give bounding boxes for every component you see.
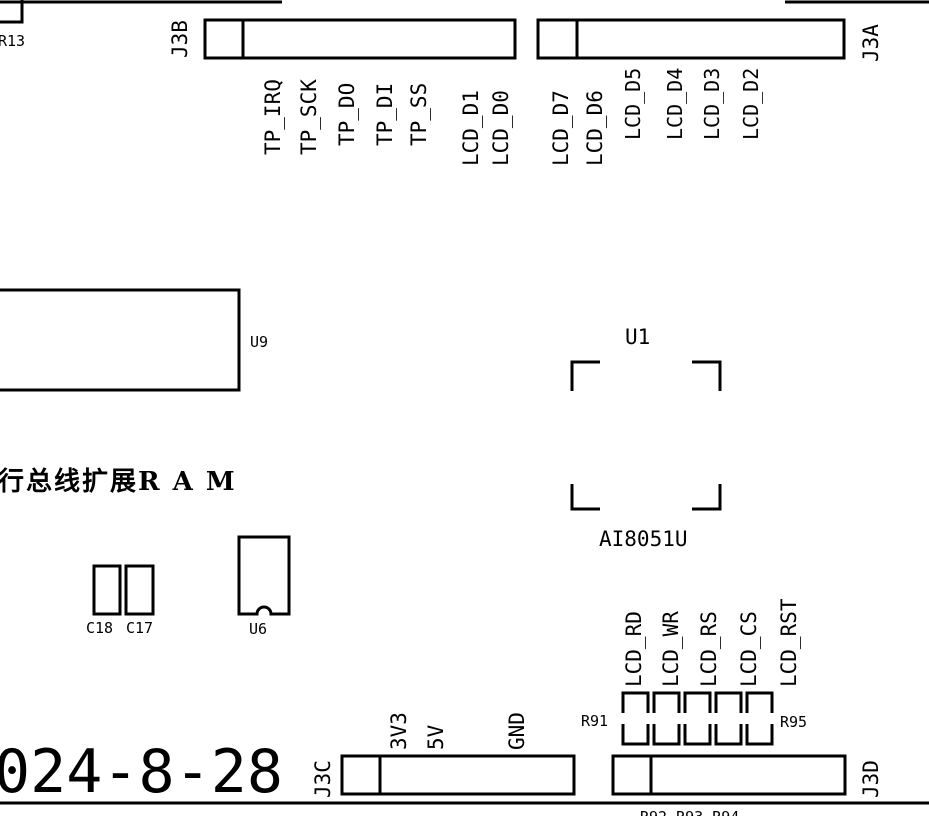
pin-label-tp-ss: TP_SS	[407, 83, 431, 146]
j3c-connector	[340, 754, 576, 796]
j3b-pin-labels: TP_IRQ TP_SCK TP_DO TP_DI TP_SS LCD_D1 L…	[261, 79, 513, 166]
pin-label-tp-di: TP_DI	[373, 83, 397, 146]
c17-outline	[124, 564, 155, 616]
j3a-label: J3A	[859, 24, 883, 62]
u1-label: U1	[625, 325, 650, 349]
r91-label: R91	[581, 712, 608, 730]
pin-label-tp-sck: TP_SCK	[297, 79, 321, 155]
pin-label-lcd-d6: LCD_D6	[583, 90, 607, 166]
j3d-connector	[611, 754, 847, 796]
resistor-array	[621, 691, 774, 746]
pin-label-lcd-cs: LCD_CS	[737, 611, 761, 687]
j3c-label: J3C	[311, 760, 335, 798]
j3a-pin-labels: LCD_D7 LCD_D6 LCD_D5 LCD_D4 LCD_D3 LCD_D…	[549, 68, 763, 166]
pin-label-lcd-rs: LCD_RS	[697, 611, 721, 687]
u6-outline	[237, 535, 291, 616]
c18-outline	[92, 564, 122, 616]
ram-expansion-title: 行总线扩展R A M	[0, 466, 237, 497]
c17-label: C17	[126, 619, 153, 637]
mcu-name-label: AI8051U	[599, 527, 688, 551]
pin-label-lcd-d2: LCD_D2	[739, 68, 763, 140]
pin-label-lcd-d1: LCD_D1	[459, 90, 483, 166]
c18-label: C18	[86, 619, 113, 637]
pin-label-tp-irq: TP_IRQ	[261, 79, 285, 155]
u9-outline	[0, 288, 241, 392]
pin-label-gnd: GND	[505, 712, 529, 750]
pin-label-lcd-rd: LCD_RD	[622, 611, 646, 687]
lcd-ctrl-pin-labels: LCD_RD LCD_WR LCD_RS LCD_CS LCD_RST	[622, 598, 801, 687]
r92-r94-label: R92 R93 R94	[640, 808, 739, 816]
r13-outline	[0, 0, 24, 24]
j3d-label: J3D	[859, 760, 883, 798]
pin-label-lcd-d5: LCD_D5	[621, 68, 645, 140]
pin-label-lcd-d0: LCD_D0	[489, 90, 513, 166]
r13-label: R13	[0, 32, 25, 50]
pin-label-lcd-wr: LCD_WR	[659, 611, 683, 687]
j3b-connector	[203, 18, 517, 60]
j3a-connector	[536, 18, 846, 60]
r95-label: R95	[780, 713, 807, 731]
j3b-label: J3B	[168, 20, 192, 58]
u6-label: U6	[249, 620, 267, 638]
u9-label: U9	[250, 333, 268, 351]
pin-label-lcd-d4: LCD_D4	[663, 68, 687, 140]
pin-label-3v3: 3V3	[387, 712, 411, 750]
pin-label-5v: 5V	[424, 724, 448, 750]
pin-label-lcd-d7: LCD_D7	[549, 90, 573, 166]
pin-label-tp-do: TP_DO	[335, 83, 359, 146]
u1-footprint	[570, 360, 722, 511]
date-stamp: 024-8-28	[0, 737, 283, 807]
pin-label-lcd-rst: LCD_RST	[777, 598, 801, 687]
pin-label-lcd-d3: LCD_D3	[700, 68, 724, 140]
